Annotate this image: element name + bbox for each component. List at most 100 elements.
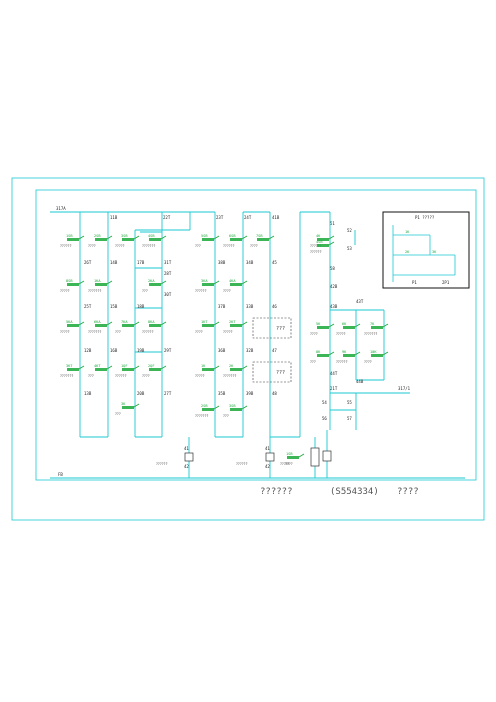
wire-number: 31T xyxy=(164,260,172,265)
contact-label: 8K xyxy=(316,350,321,354)
circuit-branches xyxy=(79,211,385,478)
wire-number: 34B xyxy=(246,260,254,265)
contact-element: 5SB??? xyxy=(195,234,220,248)
contact-blade xyxy=(78,321,85,326)
contact-label: 6SB xyxy=(229,234,236,238)
contact-blade xyxy=(241,321,248,326)
contact-blade xyxy=(213,280,220,285)
inset-item: 3K xyxy=(432,250,437,254)
contact-blade xyxy=(133,403,140,408)
inset-item: 2P1 xyxy=(442,280,450,285)
contact-description: ???? xyxy=(223,289,231,293)
contact-symbol xyxy=(95,283,107,286)
coil-label: 42 xyxy=(265,464,270,469)
coil-1 xyxy=(184,452,194,462)
contact-description: ??? xyxy=(195,244,201,248)
contact-description: ????? xyxy=(223,330,233,334)
contact-symbol xyxy=(287,456,299,459)
contact-blade xyxy=(106,321,113,326)
contact-blade xyxy=(328,241,335,246)
terminal-right-rail: 317/1 xyxy=(398,386,411,391)
wire-number: 56 xyxy=(322,416,327,421)
title-suffix: ???? xyxy=(397,487,419,497)
wire-number: 29T xyxy=(164,348,172,353)
dashed-box-2 xyxy=(252,361,292,383)
terminal-left-top: 317A xyxy=(56,206,66,211)
contact-blade xyxy=(268,235,275,240)
wire-number: 52 xyxy=(347,228,352,233)
contact-symbol xyxy=(149,238,161,241)
contact-symbol xyxy=(95,324,107,327)
wire-number: 32B xyxy=(246,348,254,353)
contact-label: 2QF xyxy=(148,364,155,368)
contact-blade xyxy=(133,235,140,240)
contact-blade xyxy=(106,235,113,240)
contact-description: ???? xyxy=(88,244,96,248)
wire-number: 44T xyxy=(330,371,338,376)
contact-description: ??? xyxy=(223,414,229,418)
contact-blade xyxy=(328,235,335,240)
contact-blade xyxy=(133,321,140,326)
wire-number: 11B xyxy=(110,215,118,220)
contact-description: ??????? xyxy=(223,374,237,378)
wire-number: 14B xyxy=(110,260,118,265)
contact-label: 3SB xyxy=(121,234,128,238)
contact-element: 4K?????? xyxy=(310,234,335,248)
wire-number: 45 xyxy=(272,260,277,265)
contact-symbol xyxy=(371,354,383,357)
contact-description: ?????? xyxy=(223,244,235,248)
contact-description: ??? xyxy=(88,374,94,378)
wire-number: 13B xyxy=(84,391,92,396)
wire-number: 36B xyxy=(218,348,226,353)
contact-symbol xyxy=(149,283,161,286)
contact-element: 6K????? xyxy=(336,322,361,336)
contact-symbol xyxy=(202,283,214,286)
contact-description: ??? xyxy=(115,412,121,416)
contact-layer: 1SB??????2SB????3SB?????4SB???????5SB???… xyxy=(60,234,389,466)
contact-symbol xyxy=(67,283,79,286)
contact-element: 5KA????? xyxy=(60,320,85,334)
contact-blade xyxy=(328,351,335,356)
contact-element: 7K??????? xyxy=(364,322,389,336)
contact-blade xyxy=(133,365,140,370)
wire-number: 20B xyxy=(137,391,145,396)
contact-symbol xyxy=(230,283,242,286)
wire-number: 16B xyxy=(110,348,118,353)
wire-number: 15B xyxy=(110,304,118,309)
contact-description: ??? xyxy=(142,289,148,293)
contact-description: ????? xyxy=(60,330,70,334)
contact-blade xyxy=(160,321,167,326)
contact-description: ????? xyxy=(280,462,290,466)
contact-blade xyxy=(213,365,220,370)
contact-element: 7SB???? xyxy=(250,234,275,248)
contact-label: 5SB xyxy=(201,234,208,238)
coil-label: 41 xyxy=(265,446,270,451)
wire-number: 23T xyxy=(216,215,224,220)
contact-symbol xyxy=(230,408,242,411)
inset-legend: P1 ????? 1K 2K 3K P1 2P1 xyxy=(382,211,470,289)
contact-description: ????? xyxy=(336,332,346,336)
contact-description: ?????? xyxy=(60,244,72,248)
contact-label: 8KA xyxy=(148,320,155,324)
contact-element: 4SB?????? xyxy=(310,240,335,254)
contact-description: ???? xyxy=(142,374,150,378)
inset-item: P1 xyxy=(412,280,417,285)
contact-label: 7K xyxy=(370,322,375,326)
wire-number: 42B xyxy=(330,284,338,289)
contact-description: ??????? xyxy=(195,414,209,418)
wire-number: 18B xyxy=(137,304,145,309)
contact-description: ?????? xyxy=(336,360,348,364)
contact-symbol xyxy=(67,324,79,327)
contact-label: 6K xyxy=(342,322,347,326)
wire-number: 17B xyxy=(137,260,145,265)
contact-element: 6KA??????? xyxy=(88,320,113,334)
contact-symbol xyxy=(149,368,161,371)
inner-frame xyxy=(35,189,477,481)
contact-element: 1SB?????? xyxy=(60,234,85,248)
contact-element: 4KA???? xyxy=(223,279,248,293)
contact-description: ??????? xyxy=(88,289,102,293)
contact-description: ?????? xyxy=(142,330,154,334)
contact-label: 1SB xyxy=(66,234,73,238)
contact-element: 2QF???? xyxy=(142,364,167,378)
